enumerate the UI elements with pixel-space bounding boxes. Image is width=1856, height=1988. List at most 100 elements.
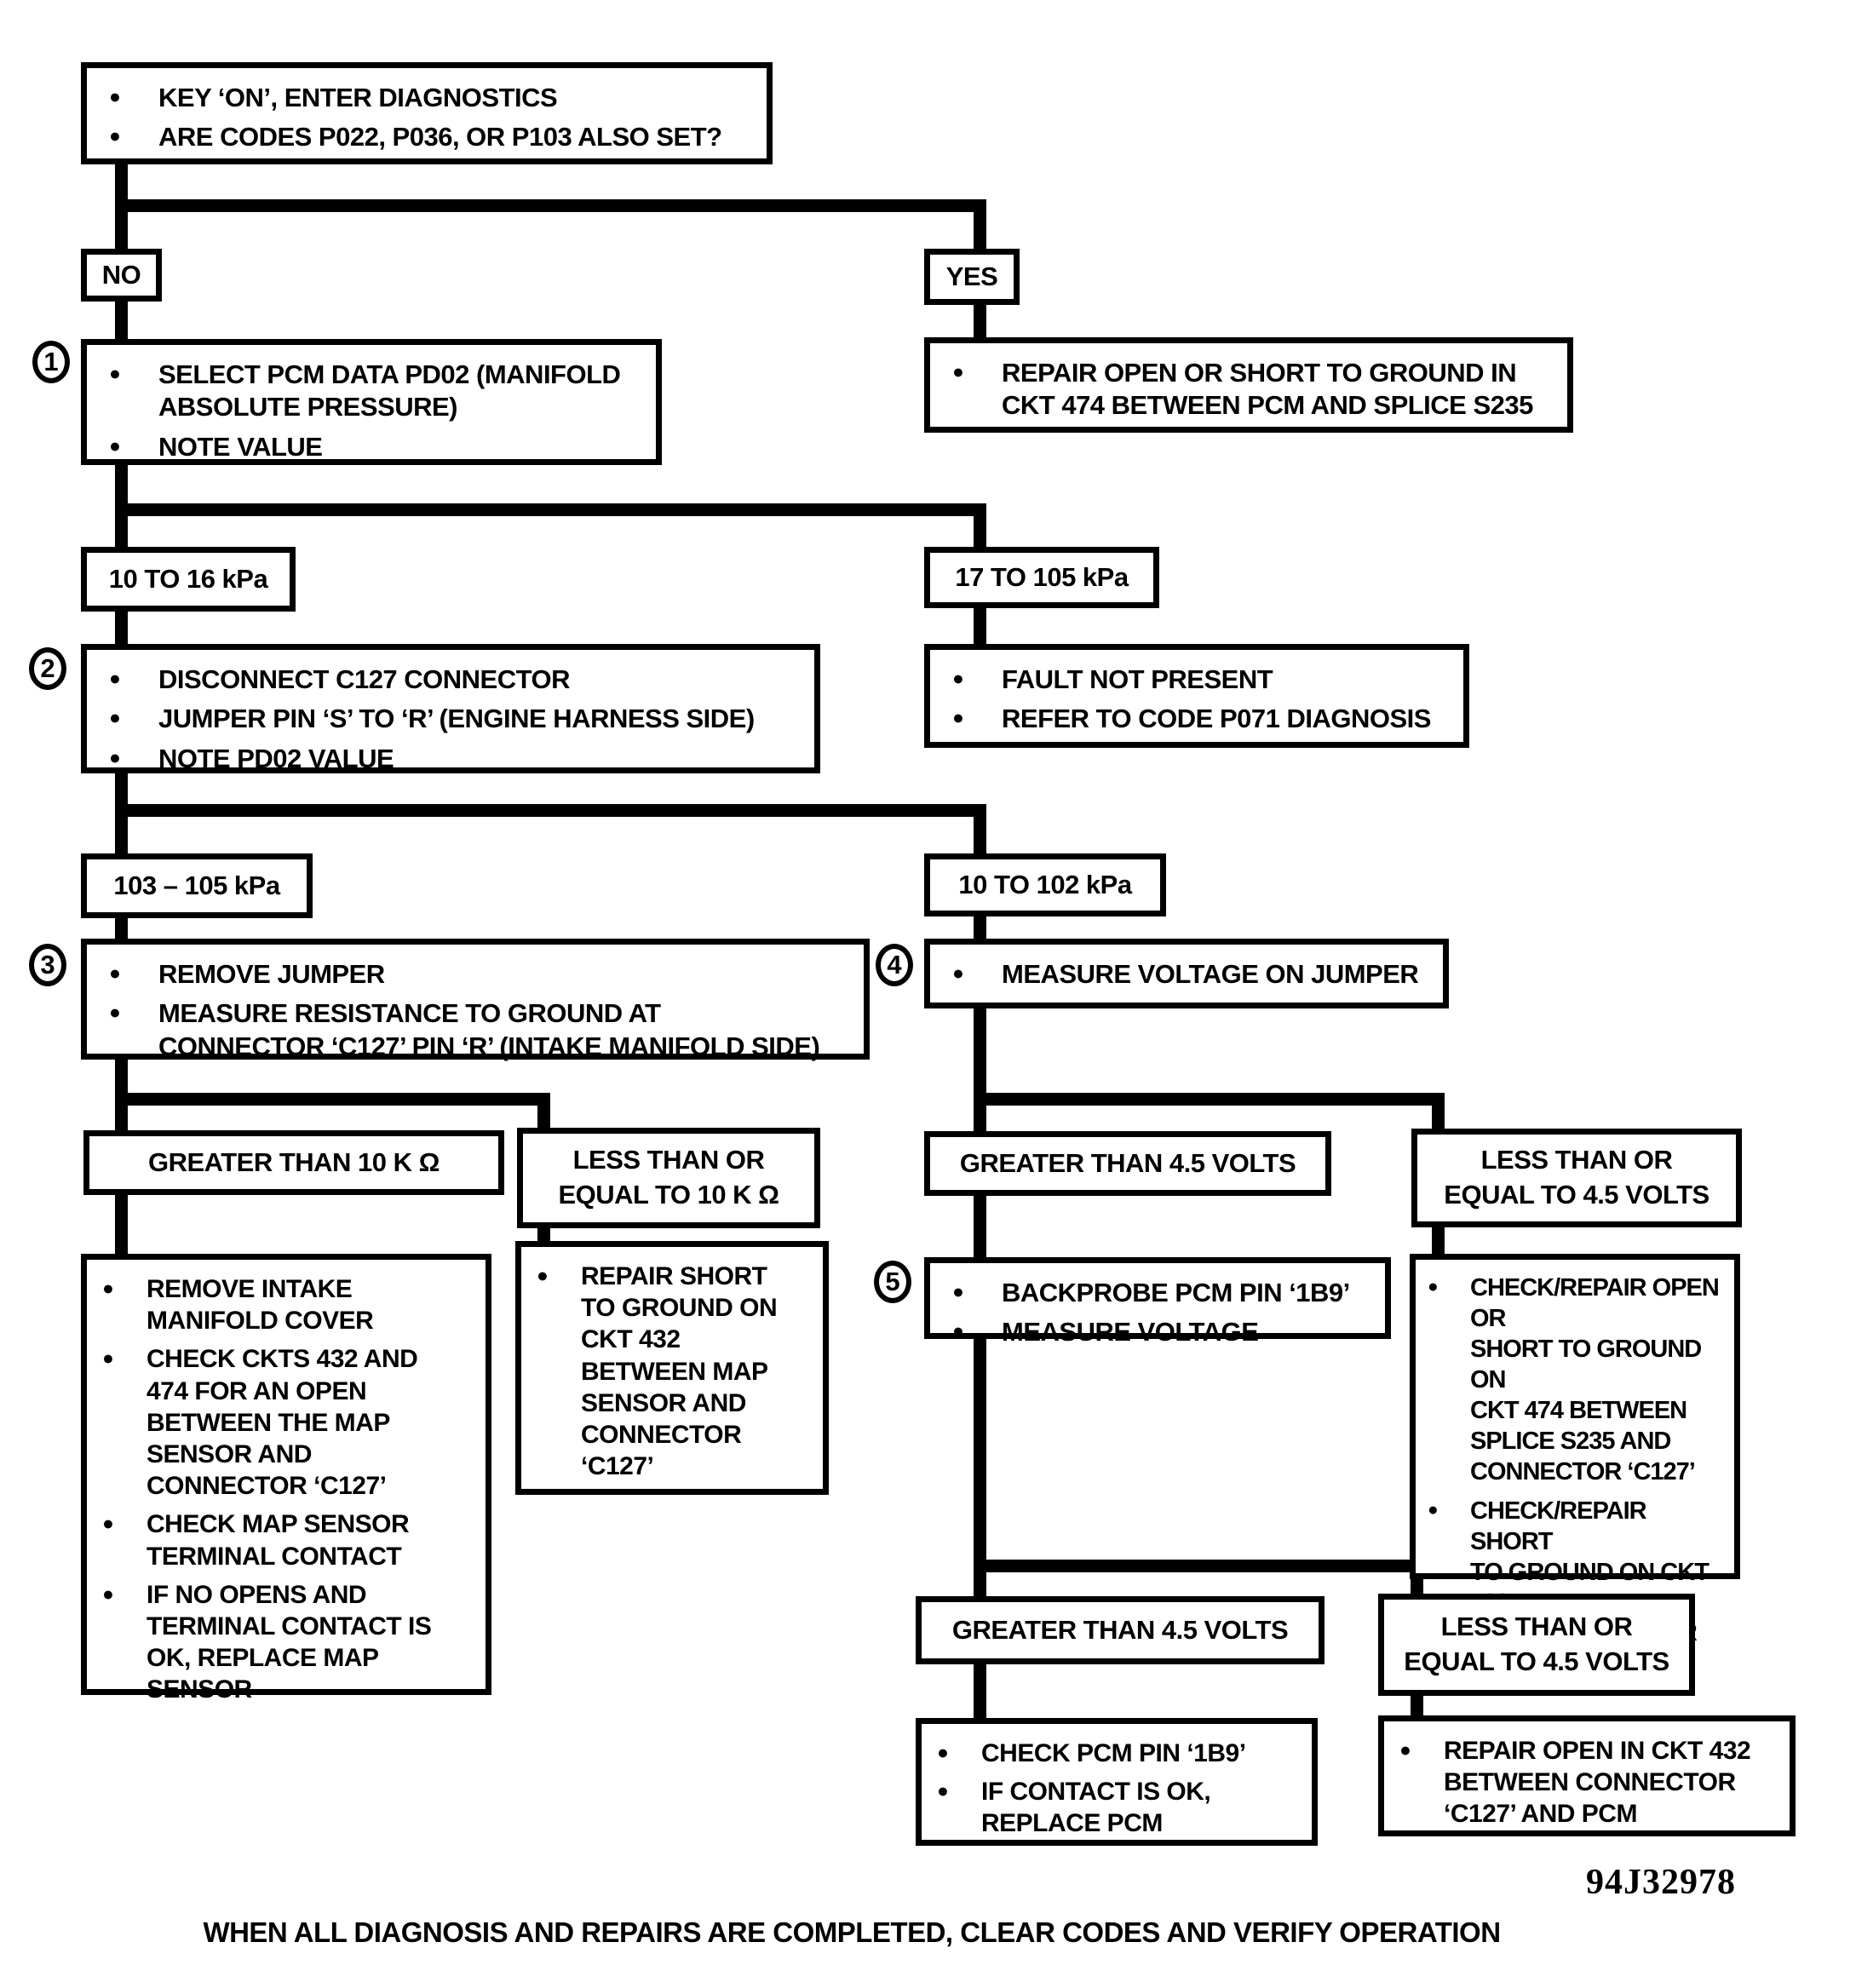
node-repair-ckt474: REPAIR OPEN OR SHORT TO GROUND IN CKT 47… — [924, 337, 1573, 433]
node-step1: SELECT PCM DATA PD02 (MANIFOLD ABSOLUTE … — [81, 339, 662, 465]
connector-line — [115, 514, 128, 549]
bullet-item: CHECK PCM PIN ‘1B9’ — [922, 1738, 1301, 1769]
connector-line — [115, 816, 128, 855]
bullet-list: MEASURE VOLTAGE ON JUMPER — [930, 945, 1443, 1006]
connector-line — [974, 1663, 986, 1719]
bullet-item: REPAIR SHORT TO GROUND ON CKT 432 BETWEE… — [521, 1261, 813, 1482]
node-start: KEY ‘ON’, ENTER DIAGNOSTICS ARE CODES P0… — [81, 62, 773, 164]
bullet-item: MEASURE VOLTAGE ON JUMPER — [930, 958, 1433, 991]
connector-line — [974, 816, 986, 855]
range-label: 17 TO 105 kPa — [955, 561, 1129, 592]
bullet-text: NOTE PD02 VALUE — [158, 743, 394, 773]
bullet-text: CHECK/REPAIR OPEN OR SHORT TO GROUND ON … — [1470, 1274, 1720, 1485]
bullet-list: FAULT NOT PRESENT REFER TO CODE P071 DIA… — [930, 650, 1463, 751]
node-range-103-105: 103 – 105 kPa — [81, 853, 313, 918]
bullet-text: DISCONNECT C127 CONNECTOR — [158, 664, 571, 694]
bullet-list: REPAIR OPEN OR SHORT TO GROUND IN CKT 47… — [930, 343, 1567, 438]
bullet-item: MEASURE VOLTAGE — [930, 1316, 1375, 1348]
bullet-list: REPAIR OPEN IN CKT 432 BETWEEN CONNECTOR… — [1384, 1721, 1790, 1846]
bullet-text: IF NO OPENS AND TERMINAL CONTACT IS OK, … — [147, 1580, 432, 1704]
node-repair-open-432: REPAIR OPEN IN CKT 432 BETWEEN CONNECTOR… — [1378, 1715, 1796, 1836]
bullet-item: FAULT NOT PRESENT — [930, 664, 1453, 696]
bullet-item: REPAIR OPEN IN CKT 432 BETWEEN CONNECTOR… — [1384, 1735, 1779, 1830]
connector-line — [115, 1093, 550, 1106]
bullet-text: CHECK PCM PIN ‘1B9’ — [981, 1739, 1246, 1767]
decision-label: LESS THAN OR EQUAL TO 4.5 VOLTS — [1444, 1145, 1709, 1209]
step-number-1: 1 — [32, 341, 70, 383]
connector-line — [537, 1104, 550, 1131]
step-number-5-text: 5 — [885, 1267, 900, 1296]
connector-line — [974, 1093, 1445, 1106]
bullet-text: KEY ‘ON’, ENTER DIAGNOSTICS — [158, 83, 558, 112]
node-fault-not-present: FAULT NOT PRESENT REFER TO CODE P071 DIA… — [924, 644, 1469, 748]
step-number-2-text: 2 — [40, 653, 55, 683]
bullet-text: MEASURE RESISTANCE TO GROUND AT CONNECTO… — [158, 998, 820, 1061]
bullet-item: REFER TO CODE P071 DIAGNOSIS — [930, 703, 1453, 735]
node-range-10-102: 10 TO 102 kPa — [924, 853, 1166, 916]
node-range-10-16: 10 TO 16 kPa — [81, 547, 296, 612]
bullet-text: CHECK MAP SENSOR TERMINAL CONTACT — [147, 1510, 410, 1571]
branch-label-no: NO — [101, 259, 141, 290]
connector-line — [115, 804, 986, 817]
range-label: 10 TO 102 kPa — [958, 869, 1132, 899]
footer-note: WHEN ALL DIAGNOSIS AND REPAIRS ARE COMPL… — [203, 1916, 1501, 1948]
bullet-item: SELECT PCM DATA PD02 (MANIFOLD ABSOLUTE … — [87, 359, 646, 424]
node-check-repair-474-432: CHECK/REPAIR OPEN OR SHORT TO GROUND ON … — [1410, 1254, 1740, 1677]
connector-line — [974, 514, 986, 549]
bullet-text: SELECT PCM DATA PD02 (MANIFOLD ABSOLUTE … — [158, 359, 621, 422]
bullet-list: REPAIR SHORT TO GROUND ON CKT 432 BETWEE… — [521, 1247, 823, 1497]
node-gt-45v-bottom: GREATER THAN 4.5 VOLTS — [916, 1596, 1324, 1664]
bullet-list: BACKPROBE PCM PIN ‘1B9’ MEASURE VOLTAGE — [930, 1263, 1385, 1365]
connector-line — [974, 1194, 986, 1259]
bullet-item: BACKPROBE PCM PIN ‘1B9’ — [930, 1277, 1375, 1309]
bullet-item: REPAIR OPEN OR SHORT TO GROUND IN CKT 47… — [930, 357, 1557, 422]
node-le-10k: LESS THAN OR EQUAL TO 10 K Ω — [517, 1128, 820, 1228]
node-repair-short-432: REPAIR SHORT TO GROUND ON CKT 432 BETWEE… — [515, 1241, 829, 1495]
step-number-3-text: 3 — [40, 950, 55, 980]
bullet-text: REPAIR SHORT TO GROUND ON CKT 432 BETWEE… — [581, 1262, 778, 1481]
bullet-list: SELECT PCM DATA PD02 (MANIFOLD ABSOLUTE … — [87, 345, 656, 479]
bullet-list: REMOVE JUMPER MEASURE RESISTANCE TO GROU… — [87, 945, 864, 1078]
bullet-item: JUMPER PIN ‘S’ TO ‘R’ (ENGINE HARNESS SI… — [87, 703, 804, 735]
connector-line — [1432, 1226, 1445, 1256]
bullet-text: MEASURE VOLTAGE — [1002, 1317, 1259, 1347]
connector-line — [115, 211, 128, 250]
bullet-text: REPAIR OPEN IN CKT 432 BETWEEN CONNECTOR… — [1444, 1737, 1751, 1829]
step-number-5: 5 — [874, 1261, 911, 1303]
step-number-1-text: 1 — [43, 347, 59, 376]
step-number-3: 3 — [29, 944, 66, 986]
decision-label: GREATER THAN 4.5 VOLTS — [959, 1147, 1296, 1178]
connector-line — [115, 1193, 128, 1255]
bullet-item: KEY ‘ON’, ENTER DIAGNOSTICS — [87, 82, 756, 114]
connector-line — [974, 1007, 986, 1133]
node-step2: DISCONNECT C127 CONNECTOR JUMPER PIN ‘S’… — [81, 644, 820, 773]
bullet-text: ARE CODES P022, P036, OR P103 ALSO SET? — [158, 122, 722, 152]
node-branch-yes: YES — [924, 249, 1020, 305]
connector-line — [974, 1337, 986, 1598]
bullet-item: CHECK CKTS 432 AND 474 FOR AN OPEN BETWE… — [87, 1343, 475, 1502]
node-gt-45v-top: GREATER THAN 4.5 VOLTS — [924, 1131, 1331, 1196]
bullet-list: KEY ‘ON’, ENTER DIAGNOSTICS ARE CODES P0… — [87, 68, 767, 169]
bullet-list: DISCONNECT C127 CONNECTOR JUMPER PIN ‘S’… — [87, 650, 814, 790]
bullet-item: ARE CODES P022, P036, OR P103 ALSO SET? — [87, 121, 756, 153]
branch-label-yes: YES — [945, 261, 998, 291]
range-label: 10 TO 16 kPa — [108, 563, 268, 594]
step-number-4-text: 4 — [887, 950, 902, 980]
node-map-sensor-actions: REMOVE INTAKE MANIFOLD COVER CHECK CKTS … — [81, 1254, 491, 1704]
bullet-item: CHECK/REPAIR OPEN OR SHORT TO GROUND ON … — [1416, 1273, 1729, 1488]
bullet-text: BACKPROBE PCM PIN ‘1B9’ — [1002, 1278, 1350, 1307]
node-step4: MEASURE VOLTAGE ON JUMPER — [924, 939, 1449, 1008]
bullet-list: CHECK PCM PIN ‘1B9’ IF CONTACT IS OK, RE… — [922, 1724, 1312, 1855]
bullet-item: CHECK MAP SENSOR TERMINAL CONTACT — [87, 1508, 475, 1571]
connector-line — [1432, 1104, 1445, 1131]
connector-line — [974, 915, 986, 940]
document-code: 94J32978 — [1586, 1863, 1736, 1902]
bullet-item: NOTE VALUE — [87, 431, 646, 463]
bullet-text: CHECK CKTS 432 AND 474 FOR AN OPEN BETWE… — [147, 1345, 418, 1501]
bullet-text: REFER TO CODE P071 DIAGNOSIS — [1002, 704, 1431, 734]
bullet-text: NOTE VALUE — [158, 431, 323, 462]
connector-line — [537, 1227, 550, 1244]
decision-label: GREATER THAN 10 K Ω — [147, 1146, 440, 1177]
connector-line — [974, 303, 986, 339]
